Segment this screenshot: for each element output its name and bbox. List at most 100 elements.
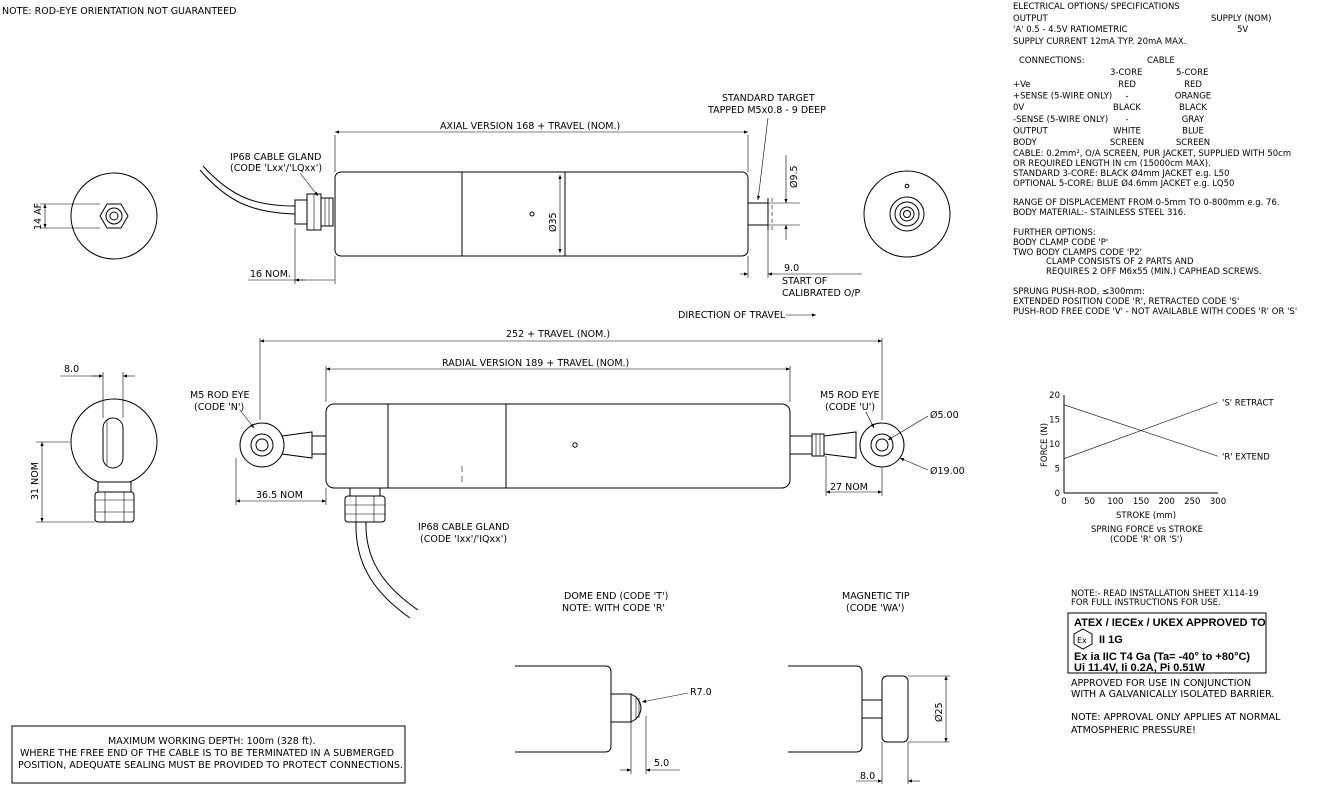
spec-material: BODY MATERIAL:- STAINLESS STEEL 316. xyxy=(1013,208,1186,218)
spec-3core-header: 3-CORE xyxy=(1110,68,1142,78)
connection-row-3core: SCREEN xyxy=(1110,138,1144,148)
barrier-note-2: WITH A GALVANICALLY ISOLATED BARRIER. xyxy=(1071,689,1274,700)
rod-eye-u-label2: (CODE 'U') xyxy=(825,402,875,413)
spec-further: FURTHER OPTIONS: xyxy=(1013,228,1096,238)
magnetic-label2: (CODE 'WA') xyxy=(846,603,904,614)
spec-output-a: 'A' 0.5 - 4.5V RATIOMETRIC xyxy=(1013,25,1128,35)
chart-y-tick: 10 xyxy=(1049,440,1060,450)
chart-subtitle: (CODE 'R' OR 'S') xyxy=(1110,535,1183,545)
ex-mark: Ex xyxy=(1077,636,1087,645)
dim-16-nom: 16 NOM. xyxy=(250,269,291,280)
chart-series-label: 'R' EXTEND xyxy=(1222,452,1270,462)
connection-row-label: OUTPUT xyxy=(1013,126,1048,136)
chart-y-tick: 15 xyxy=(1049,416,1060,426)
connection-row-3core: WHITE xyxy=(1113,126,1141,136)
overall-dim: 252 + TRAVEL (NOM.) xyxy=(506,329,610,340)
standard-target-line2: TAPPED M5x0.8 - 9 DEEP xyxy=(707,105,826,116)
atmos-note-1: NOTE: APPROVAL ONLY APPLIES AT NORMAL xyxy=(1071,712,1281,723)
dim-14af: 14 AF xyxy=(33,203,44,230)
approval-box xyxy=(1067,612,1267,674)
dim-dia19: Ø19.00 xyxy=(930,466,965,477)
gland-radial-label2: (CODE 'Ixx'/'IQxx') xyxy=(420,534,507,545)
connection-row-label: +SENSE (5-WIRE ONLY) xyxy=(1013,92,1112,102)
spec-title: ELECTRICAL OPTIONS/ SPECIFICATIONS xyxy=(1013,2,1180,12)
radial-version-dim: RADIAL VERSION 189 + TRAVEL (NOM.) xyxy=(442,358,629,369)
chart-x-tick: 0 xyxy=(1061,497,1066,507)
connection-row-label: +Ve xyxy=(1013,80,1031,90)
gland-axial-label2: (CODE 'Lxx'/'LQxx') xyxy=(230,163,322,174)
rod-eye-n-label2: (CODE 'N') xyxy=(194,402,244,413)
standard-target-line1: STANDARD TARGET xyxy=(722,93,815,104)
axial-version-dim: AXIAL VERSION 168 + TRAVEL (NOM.) xyxy=(440,121,620,132)
dim-dia9-5: Ø9.5 xyxy=(789,165,800,188)
depth-line1: MAXIMUM WORKING DEPTH: 100m (328 ft). xyxy=(108,736,315,747)
connection-row-3core: - xyxy=(1125,92,1128,102)
install-note-2: FOR FULL INSTRUCTIONS FOR USE. xyxy=(1071,598,1221,608)
connection-row-label: 0V xyxy=(1013,103,1024,113)
specifications-block: ELECTRICAL OPTIONS/ SPECIFICATIONS OUTPU… xyxy=(1012,2,1297,317)
dim-dia35: Ø35 xyxy=(548,212,559,232)
depth-line2: WHERE THE FREE END OF THE CABLE IS TO BE… xyxy=(20,748,394,759)
dim-8-0-top: 8.0 xyxy=(64,364,79,375)
working-depth-note: MAXIMUM WORKING DEPTH: 100m (328 ft). WH… xyxy=(11,725,406,784)
spec-free: PUSH-ROD FREE CODE 'V' - NOT AVAILABLE W… xyxy=(1013,307,1297,317)
connection-row-5core: GRAY xyxy=(1182,115,1205,125)
chart-x-tick: 50 xyxy=(1084,497,1095,507)
dim-27-nom: 27 NOM xyxy=(830,482,868,493)
connection-row-5core: RED xyxy=(1184,80,1202,90)
connection-row-3core: BLACK xyxy=(1113,103,1141,113)
gland-axial-label1: IP68 CABLE GLAND xyxy=(230,152,321,163)
gland-radial-label1: IP68 CABLE GLAND xyxy=(418,522,509,533)
axial-side-view: Ø35 Ø9.5 AXIAL VERSION 168 + TRAVEL (NOM… xyxy=(199,93,862,299)
chart-x-tick: 150 xyxy=(1133,497,1149,507)
connection-row-5core: BLACK xyxy=(1179,103,1207,113)
rod-eye-n-label1: M5 ROD EYE xyxy=(190,390,249,401)
chart-xlabel: STROKE (mm) xyxy=(1116,511,1176,521)
spec-clamp-p: BODY CLAMP CODE 'P' xyxy=(1013,238,1108,248)
ex-hexagon-icon xyxy=(1073,628,1093,650)
chart-title: SPRING FORCE vs STROKE xyxy=(1091,525,1203,535)
spec-extended: EXTENDED POSITION CODE 'R', RETRACTED CO… xyxy=(1013,297,1239,307)
radial-side-view: 252 + TRAVEL (NOM.) RADIAL VERSION 189 +… xyxy=(190,329,965,619)
rod-eye-note: NOTE: ROD-EYE ORIENTATION NOT GUARANTEED xyxy=(2,6,236,17)
approval-line-1: Ex ia IIC T4 Ga (Ta= -40° to +80°C) xyxy=(1074,651,1250,663)
rod-eye-u-label1: M5 ROD EYE xyxy=(820,390,879,401)
spec-clamp-p2: TWO BODY CLAMPS CODE 'P2' xyxy=(1012,248,1142,258)
chart-y-tick: 20 xyxy=(1049,391,1060,401)
chart-y-tick: 5 xyxy=(1055,465,1060,475)
spec-clamp-parts: CLAMP CONSISTS OF 2 PARTS AND xyxy=(1046,257,1194,267)
dim-r7: R7.0 xyxy=(690,687,712,698)
start-calibrated-line1: START OF xyxy=(782,276,827,287)
chart-y-tick: 0 xyxy=(1055,489,1060,499)
dim-dia25: Ø25 xyxy=(934,702,945,722)
approval-line-2: Ui 11.4V, Ii 0.2A, Pi 0.51W xyxy=(1074,662,1206,674)
spec-connections: CONNECTIONS: xyxy=(1019,56,1085,66)
spec-supply-a: 5V xyxy=(1237,25,1248,35)
install-note-1: NOTE:- READ INSTALLATION SHEET X114-19 xyxy=(1071,589,1259,599)
dim-dia5: Ø5.00 xyxy=(930,410,959,421)
connection-row-5core: BLUE xyxy=(1182,126,1204,136)
dim-9-0: 9.0 xyxy=(784,263,799,274)
spec-cable-2: OR REQUIRED LENGTH IN cm (15000cm MAX). xyxy=(1013,159,1211,169)
approval-title: ATEX / IECEx / UKEX APPROVED TO xyxy=(1074,617,1266,629)
atmos-note-2: ATMOSPHERIC PRESSURE! xyxy=(1071,725,1196,736)
start-calibrated-line2: CALIBRATED O/P xyxy=(782,288,861,299)
chart-series-label: 'S' RETRACT xyxy=(1222,398,1274,408)
radial-end-view: 8.0 31 NOM xyxy=(30,364,158,523)
approval-block: NOTE:- READ INSTALLATION SHEET X114-19 F… xyxy=(1067,589,1281,736)
spec-range: RANGE OF DISPLACEMENT FROM 0-5mm TO 0-80… xyxy=(1013,198,1280,208)
dim-36-5-nom: 36.5 NOM xyxy=(256,490,303,501)
connection-row-5core: SCREEN xyxy=(1176,138,1210,148)
dim-31-nom: 31 NOM xyxy=(30,462,41,500)
spec-output-header: OUTPUT xyxy=(1013,14,1048,24)
axial-end-view-right xyxy=(863,170,951,258)
barrier-note-1: APPROVED FOR USE IN CONJUNCTION xyxy=(1071,678,1251,689)
spec-cable-header: CABLE xyxy=(1147,56,1175,66)
dome-label1: DOME END (CODE 'T') xyxy=(564,591,668,602)
chart-x-tick: 200 xyxy=(1159,497,1175,507)
axial-end-view-left: 14 AF xyxy=(33,172,158,260)
spec-cable-1: CABLE: 0.2mm², O/A SCREEN, PUR JACKET, S… xyxy=(1013,149,1291,159)
